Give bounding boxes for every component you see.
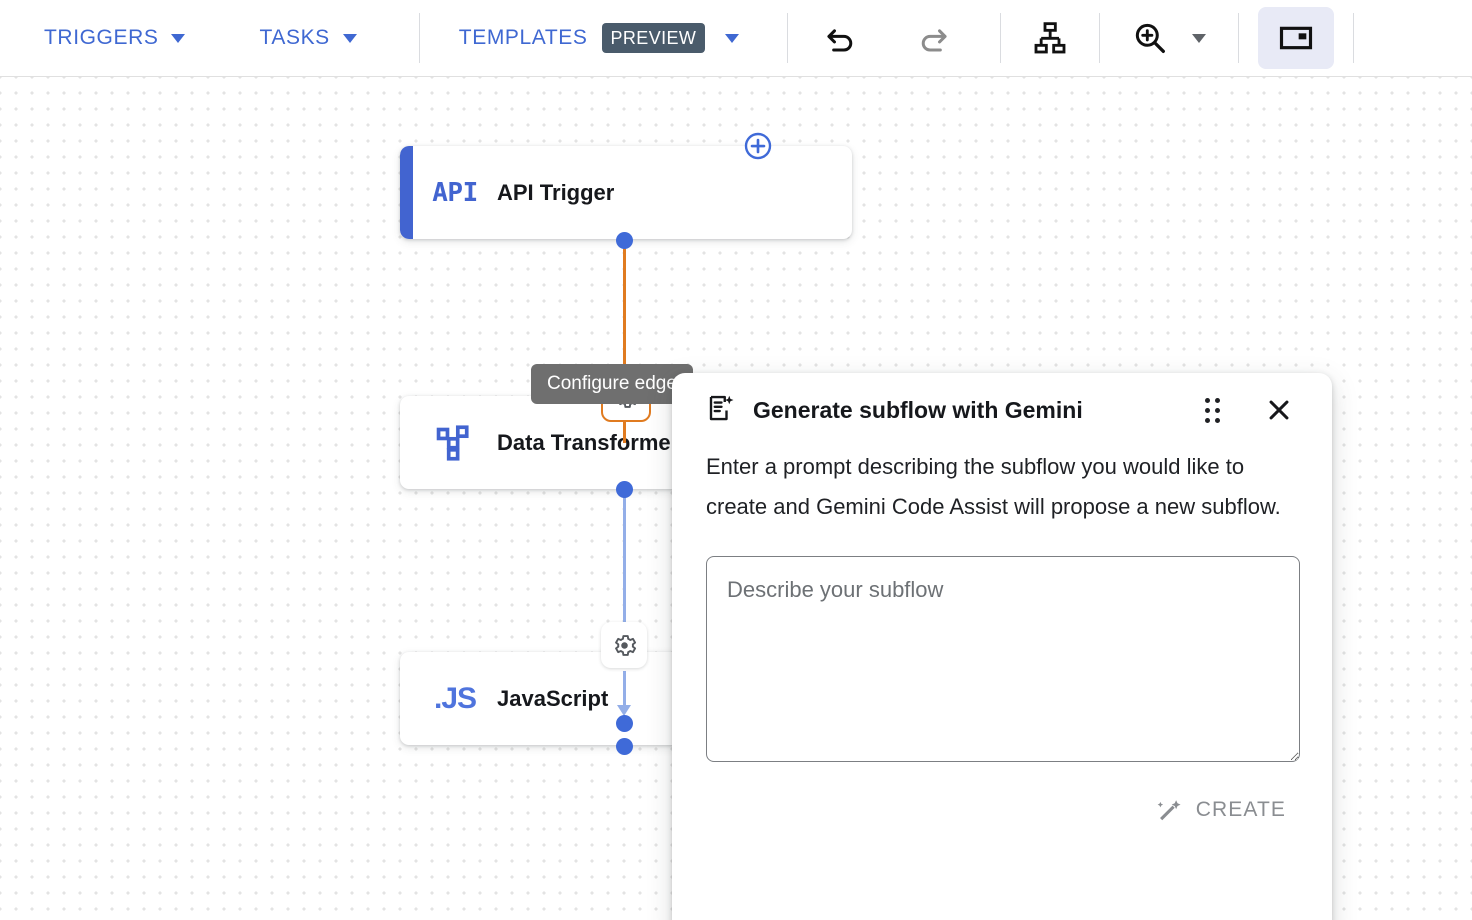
- generate-document-icon: [706, 393, 736, 428]
- undo-icon: [827, 29, 853, 52]
- zoom-control[interactable]: [1118, 14, 1212, 62]
- dialog-drag-handle[interactable]: [1193, 391, 1231, 429]
- toolbar-divider-1: [418, 13, 420, 63]
- chevron-down-icon: [1192, 33, 1207, 43]
- magic-wand-icon: [1157, 800, 1181, 821]
- create-subflow-label: CREATE: [1195, 798, 1286, 821]
- hierarchy-icon: [413, 422, 497, 464]
- generate-subflow-dialog: Generate subflow with Gemini Enter a pro…: [672, 373, 1332, 920]
- configure-edge-tooltip: Configure edge: [531, 364, 693, 404]
- minimap-icon: [1280, 26, 1313, 50]
- flow-canvas[interactable]: API API Trigger Data Transformer .JS Jav…: [0, 77, 1472, 920]
- zoom-in-button[interactable]: [1124, 12, 1176, 64]
- edge-1-line-lower[interactable]: [623, 418, 626, 443]
- menu-templates-label: TEMPLATES: [458, 26, 588, 49]
- dialog-close-button[interactable]: [1260, 391, 1298, 429]
- dialog-header: Generate subflow with Gemini: [706, 373, 1298, 447]
- preview-badge: PREVIEW: [601, 22, 706, 54]
- api-icon: API: [432, 177, 478, 208]
- zoom-in-icon: [1136, 23, 1166, 53]
- data-transformer-output-port[interactable]: [616, 481, 633, 498]
- node-accent-bar: [400, 146, 413, 239]
- chevron-down-icon: [171, 33, 186, 43]
- toolbar-divider-3: [1000, 13, 1002, 63]
- toolbar-divider-5: [1238, 13, 1240, 63]
- menu-templates[interactable]: TEMPLATES PREVIEW: [453, 14, 746, 62]
- minimap-toggle-button[interactable]: [1258, 7, 1335, 69]
- top-toolbar: TRIGGERS TASKS TEMPLATES PREVIEW: [0, 0, 1472, 77]
- toolbar-divider-6: [1353, 13, 1355, 63]
- dialog-actions: CREATE: [706, 788, 1298, 832]
- chevron-down-icon: [342, 33, 357, 43]
- drag-handle-icon: [1204, 397, 1220, 423]
- redo-button[interactable]: [908, 12, 960, 64]
- edge-2-line-lower[interactable]: [623, 671, 626, 707]
- auto-layout-icon: [1034, 22, 1066, 54]
- javascript-output-port[interactable]: [616, 738, 633, 755]
- menu-triggers-label: TRIGGERS: [44, 26, 159, 49]
- api-trigger-output-port[interactable]: [616, 232, 633, 249]
- edge-1-line[interactable]: [623, 240, 626, 375]
- node-data-transformer-title: Data Transformer: [497, 429, 680, 455]
- edge-2-line[interactable]: [623, 489, 626, 625]
- edge-2-configure-button[interactable]: [601, 622, 647, 668]
- subflow-prompt-input[interactable]: [706, 556, 1300, 762]
- auto-layout-button[interactable]: [1024, 12, 1076, 64]
- edge-2-arrowhead: [617, 705, 631, 716]
- javascript-input-port[interactable]: [616, 715, 633, 732]
- undo-button[interactable]: [814, 12, 866, 64]
- node-api-trigger-title: API Trigger: [497, 179, 615, 205]
- js-icon: .JS: [433, 681, 477, 715]
- toolbar-divider-2: [787, 13, 789, 63]
- chevron-down-icon: [725, 33, 740, 43]
- node-api-trigger[interactable]: API API Trigger: [400, 146, 852, 239]
- redo-icon: [922, 29, 947, 52]
- dialog-title: Generate subflow with Gemini: [753, 396, 1083, 423]
- add-node-button[interactable]: [743, 131, 773, 161]
- menu-triggers[interactable]: TRIGGERS: [38, 14, 191, 62]
- menu-tasks-label: TASKS: [259, 26, 330, 49]
- plus-circle-icon: [744, 132, 772, 160]
- menu-tasks[interactable]: TASKS: [253, 14, 362, 62]
- toolbar-divider-4: [1099, 13, 1101, 63]
- node-javascript-title: JavaScript: [497, 685, 609, 711]
- dialog-description: Enter a prompt describing the subflow yo…: [706, 454, 1281, 519]
- create-subflow-button[interactable]: CREATE: [1145, 788, 1296, 832]
- close-icon: [1269, 400, 1289, 420]
- gear-icon: [614, 634, 636, 656]
